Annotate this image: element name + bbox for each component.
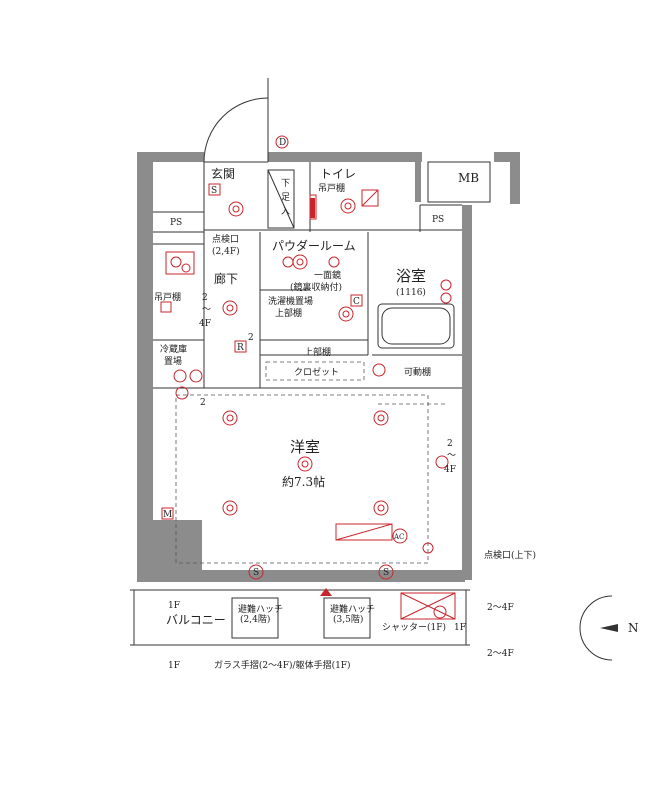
room-labels: 玄関 トイレ 吊戸棚 MB PS PS 下 足 入 点検口 (2,4F) パウダ… — [154, 166, 536, 671]
label-toilet: トイレ — [320, 167, 356, 181]
marker-d: D — [279, 138, 286, 148]
label-shoes-top: 下 — [281, 179, 290, 189]
label-washer-2: 上部棚 — [275, 307, 302, 319]
label-kitchen-shelf: 吊戸棚 — [154, 291, 181, 303]
label-genkan: 玄関 — [211, 166, 235, 181]
marker-m: M — [163, 510, 172, 520]
label-shutter-1f: 1F — [454, 623, 466, 633]
label-closet: クロゼット — [294, 366, 339, 378]
label-floor-1f-top: 1F — [168, 601, 180, 611]
label-balcony: バルコニー — [166, 613, 226, 627]
label-inspection-right: 点検口(上下) — [484, 549, 536, 561]
marker-s-balcony-left: S — [253, 568, 259, 578]
equipment-markers: S D R C M AC S S 2 2 — [161, 135, 408, 580]
label-hall-floor-mid: 〜 — [202, 305, 211, 315]
label-floor-24-bottom: 2〜4F — [487, 649, 514, 659]
label-ps-right: PS — [432, 215, 444, 225]
label-right-floor-bottom: 4F — [444, 465, 456, 475]
marker-num-fridge: 2 — [200, 398, 206, 408]
balcony-hatches — [231, 597, 371, 639]
label-floor-24-top: 2〜4F — [487, 603, 514, 613]
walls — [137, 152, 520, 582]
label-hall-floor-top: 2 — [202, 293, 208, 303]
label-shutter: シャッター(1F) — [382, 622, 446, 633]
dashed-outlines — [175, 361, 448, 564]
label-bathroom: 浴室 — [396, 267, 426, 285]
label-powder-room: パウダールーム — [272, 238, 356, 253]
equipment-symbols — [160, 189, 456, 620]
marker-c: C — [353, 297, 360, 307]
label-railing: ガラス手摺(2〜4F)/躯体手摺(1F) — [214, 659, 351, 671]
label-right-floor-mid: 〜 — [447, 451, 456, 461]
label-floor-1f-bottom: 1F — [168, 661, 180, 671]
label-right-floor-top: 2 — [447, 439, 453, 449]
label-shoes-mid: 足 — [281, 192, 290, 203]
label-mirror-1: 一面鏡 — [314, 269, 341, 281]
label-inspection-left: 点検口 — [212, 233, 239, 245]
label-mirror-2: (鏡裏収納付) — [290, 281, 342, 293]
compass-north-label: N — [628, 621, 639, 635]
label-western-room: 洋室 — [290, 438, 320, 456]
label-shoes-bottom: 入 — [281, 206, 290, 217]
marker-s-balcony-right: S — [383, 568, 389, 578]
compass-arrow-icon — [600, 624, 618, 632]
label-inspection-left-floors: (2,4F) — [212, 246, 240, 257]
compass: N — [579, 595, 639, 661]
label-toilet-shelf: 吊戸棚 — [318, 182, 345, 194]
label-movable-shelf: 可動棚 — [404, 366, 431, 378]
label-hall-floor-bottom: 4F — [199, 319, 211, 329]
compass-ring — [579, 595, 613, 661]
label-hatch-left-2: (2,4階) — [240, 614, 270, 625]
marker-r: R — [237, 343, 244, 353]
label-fridge-2: 置場 — [164, 355, 182, 367]
label-western-size: 約7.3帖 — [282, 474, 325, 489]
marker-num-hall: 2 — [248, 333, 254, 343]
label-upper-shelf: 上部棚 — [304, 346, 331, 358]
label-fridge-1: 冷蔵庫 — [160, 343, 187, 355]
label-washer-1: 洗濯機置場 — [268, 295, 313, 307]
label-ps-left: PS — [170, 218, 182, 228]
label-bathroom-size: (1116) — [396, 287, 426, 298]
label-hatch-right-2: (3,5階) — [333, 614, 363, 625]
room-outlines — [130, 161, 491, 646]
label-mb: MB — [458, 171, 479, 185]
marker-s-genkan: S — [211, 186, 217, 196]
marker-ac: AC — [393, 533, 404, 541]
label-hallway: 廊下 — [214, 271, 238, 286]
label-hatch-right-1: 避難ハッチ — [330, 603, 375, 615]
label-hatch-left-1: 避難ハッチ — [238, 603, 283, 615]
entrance-door — [203, 78, 269, 163]
